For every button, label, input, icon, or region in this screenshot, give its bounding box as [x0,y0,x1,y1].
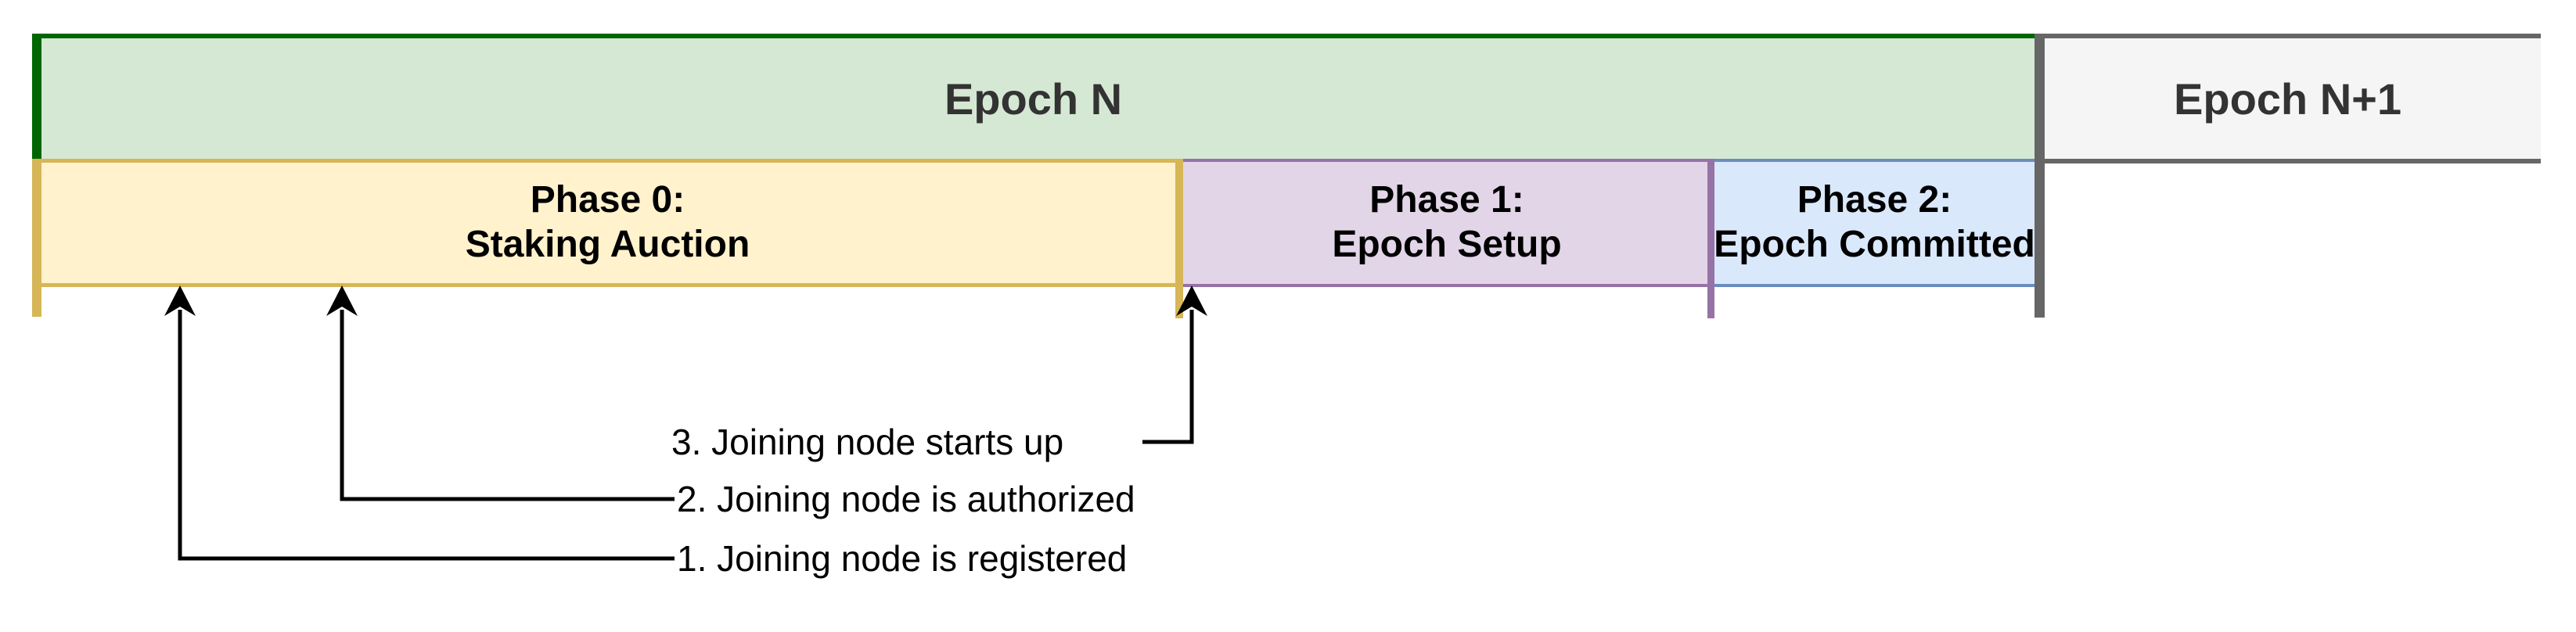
phase-1-end-divider [1707,159,1714,318]
event-label-3: 3. Joining node starts up [671,420,1064,464]
event-label-2: 2. Joining node is authorized [677,477,1135,521]
phase-0-start-bar [32,159,41,317]
epoch-n-box: Epoch N [32,34,2035,159]
epoch-n-start-bar [32,34,41,159]
epoch-boundary-bar [2035,34,2045,318]
epoch-n-plus-1-box: Epoch N+1 [2035,34,2541,163]
event-1-connector [178,310,675,561]
phase-1-box: Phase 1: Epoch Setup [1183,159,1711,287]
event-1-arrowhead-icon [164,285,196,316]
epoch-n-plus-1-label: Epoch N+1 [2174,74,2402,124]
phase-2-subtitle: Epoch Committed [1714,224,2035,265]
phase-0-box: Phase 0: Staking Auction [32,159,1183,287]
event-2-connector [340,310,675,501]
phase-1-title: Phase 1: [1369,179,1524,221]
phase-0-title: Phase 0: [530,179,685,221]
phase-1-subtitle: Epoch Setup [1332,224,1562,265]
phase-2-box: Phase 2: Epoch Committed [1714,159,2035,287]
event-2-arrowhead-icon [326,285,358,316]
epoch-n-label: Epoch N [944,74,1123,124]
phase-0-end-divider [1175,159,1183,318]
phase-2-title: Phase 2: [1797,179,1952,221]
event-label-1: 1. Joining node is registered [677,537,1128,580]
phase-0-subtitle: Staking Auction [465,224,750,265]
event-3-connector [1142,310,1194,444]
